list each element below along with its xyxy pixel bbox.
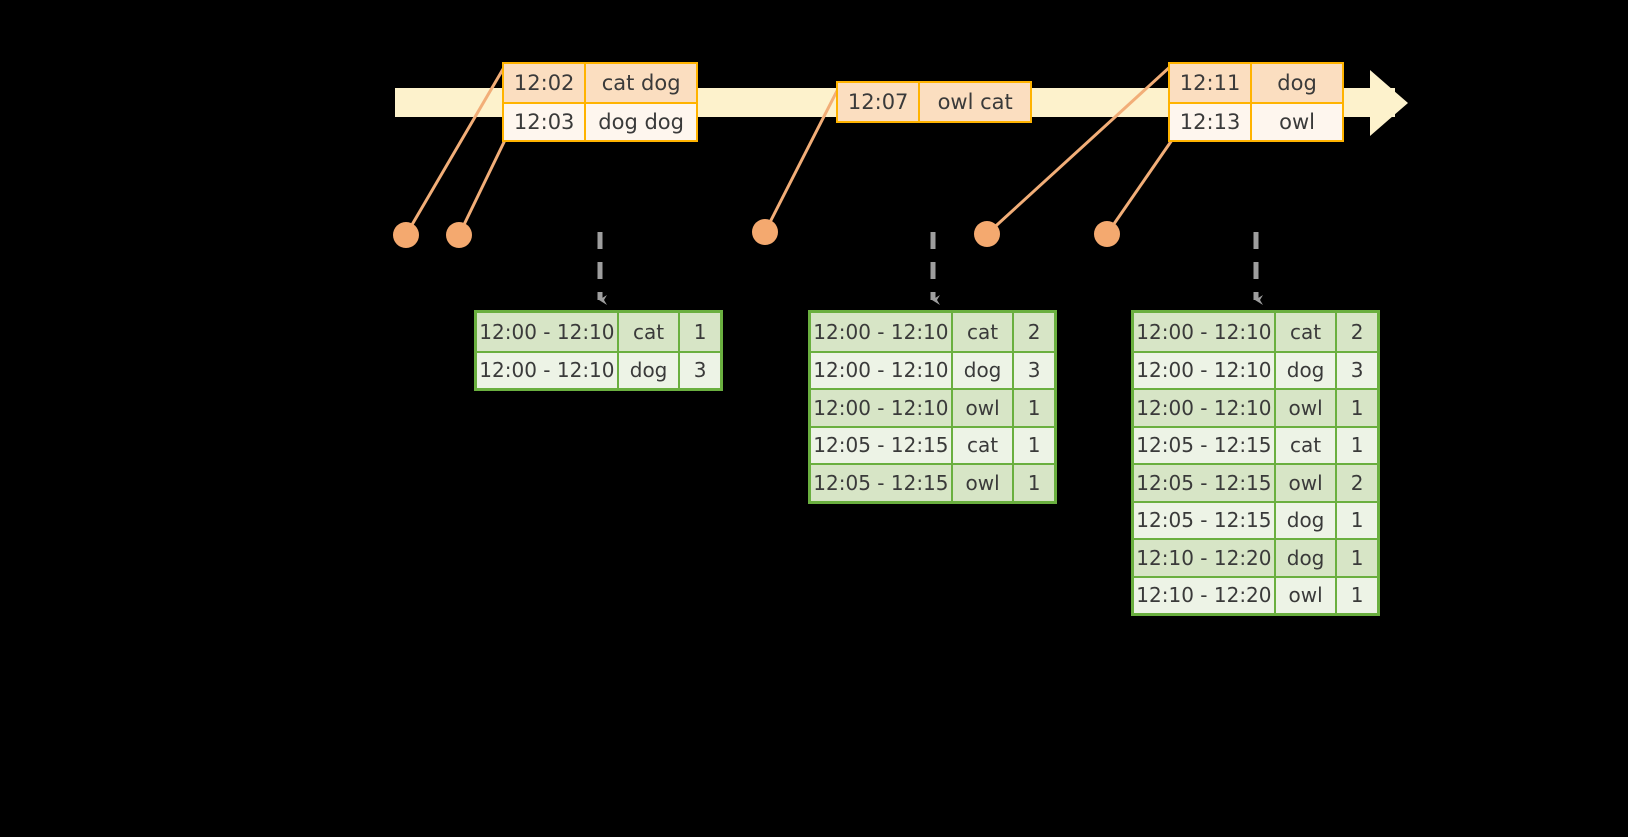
result-key: dog (1275, 540, 1338, 576)
result-count: 2 (1014, 313, 1054, 351)
result-key: owl (1275, 390, 1338, 426)
event-row[interactable]: 12:03 dog dog (504, 102, 696, 140)
result-count: 1 (1337, 427, 1377, 463)
result-count: 3 (1337, 352, 1377, 388)
result-window: 12:00 - 12:10 (477, 352, 619, 388)
event-row[interactable]: 12:07 owl cat (838, 83, 1030, 121)
connector-5 (1105, 139, 1174, 235)
result-window: 12:00 - 12:10 (477, 313, 619, 351)
result-key: dog (952, 352, 1015, 388)
event-time: 12:02 (504, 64, 587, 102)
result-key: cat (618, 313, 681, 351)
result-window: 12:05 - 12:15 (811, 427, 953, 463)
event-row[interactable]: 12:11 dog (1170, 64, 1342, 102)
result-key: owl (1275, 465, 1338, 501)
result-window: 12:00 - 12:10 (1134, 313, 1276, 351)
event-time: 12:13 (1170, 104, 1253, 140)
event-value: dog dog (586, 104, 696, 140)
result-window: 12:10 - 12:20 (1134, 577, 1276, 613)
event-group-1[interactable]: 12:02 cat dog 12:03 dog dog (502, 62, 698, 142)
result-count: 2 (1337, 465, 1377, 501)
event-value: owl cat (920, 83, 1030, 121)
result-window: 12:05 - 12:15 (1134, 465, 1276, 501)
event-row[interactable]: 12:02 cat dog (504, 64, 696, 102)
event-time: 12:11 (1170, 64, 1253, 102)
result-window: 12:00 - 12:10 (1134, 352, 1276, 388)
dot-1 (393, 222, 419, 248)
result-window: 12:05 - 12:15 (1134, 502, 1276, 538)
connector-dots (393, 219, 1120, 248)
result-count: 3 (1014, 352, 1054, 388)
dashed-arrows (597, 232, 1263, 305)
result-window: 12:00 - 12:10 (1134, 390, 1276, 426)
event-value: dog (1252, 64, 1342, 102)
result-key: cat (952, 427, 1015, 463)
result-window: 12:05 - 12:15 (811, 465, 953, 501)
result-count: 2 (1337, 313, 1377, 351)
result-window: 12:00 - 12:10 (811, 313, 953, 351)
event-row[interactable]: 12:13 owl (1170, 102, 1342, 140)
result-window: 12:00 - 12:10 (811, 390, 953, 426)
dot-3 (752, 219, 778, 245)
result-key: owl (952, 390, 1015, 426)
result-key: owl (952, 465, 1015, 501)
event-value: owl (1252, 104, 1342, 140)
result-count: 1 (680, 313, 720, 351)
dot-5 (1094, 221, 1120, 247)
result-count: 1 (1337, 502, 1377, 538)
result-key: dog (1275, 502, 1338, 538)
result-count: 1 (1014, 390, 1054, 426)
result-count: 1 (1014, 427, 1054, 463)
event-time: 12:03 (504, 104, 587, 140)
dot-4 (974, 221, 1000, 247)
result-key: owl (1275, 577, 1338, 613)
result-key: cat (1275, 427, 1338, 463)
result-count: 1 (1337, 390, 1377, 426)
result-key: cat (1275, 313, 1338, 351)
event-group-3[interactable]: 12:11 dog 12:13 owl (1168, 62, 1344, 142)
result-window: 12:10 - 12:20 (1134, 540, 1276, 576)
event-time: 12:07 (838, 83, 921, 121)
result-count: 1 (1337, 577, 1377, 613)
connector-2 (457, 137, 508, 236)
result-key: cat (952, 313, 1015, 351)
result-window: 12:00 - 12:10 (811, 352, 953, 388)
result-key: dog (618, 352, 681, 388)
event-group-2[interactable]: 12:07 owl cat (836, 81, 1032, 123)
result-count: 1 (1014, 465, 1054, 501)
result-count: 1 (1337, 540, 1377, 576)
result-key: dog (1275, 352, 1338, 388)
dot-2 (446, 222, 472, 248)
result-window: 12:05 - 12:15 (1134, 427, 1276, 463)
event-value: cat dog (586, 64, 696, 102)
arrow-right-icon (1370, 70, 1408, 136)
result-count: 3 (680, 352, 720, 388)
